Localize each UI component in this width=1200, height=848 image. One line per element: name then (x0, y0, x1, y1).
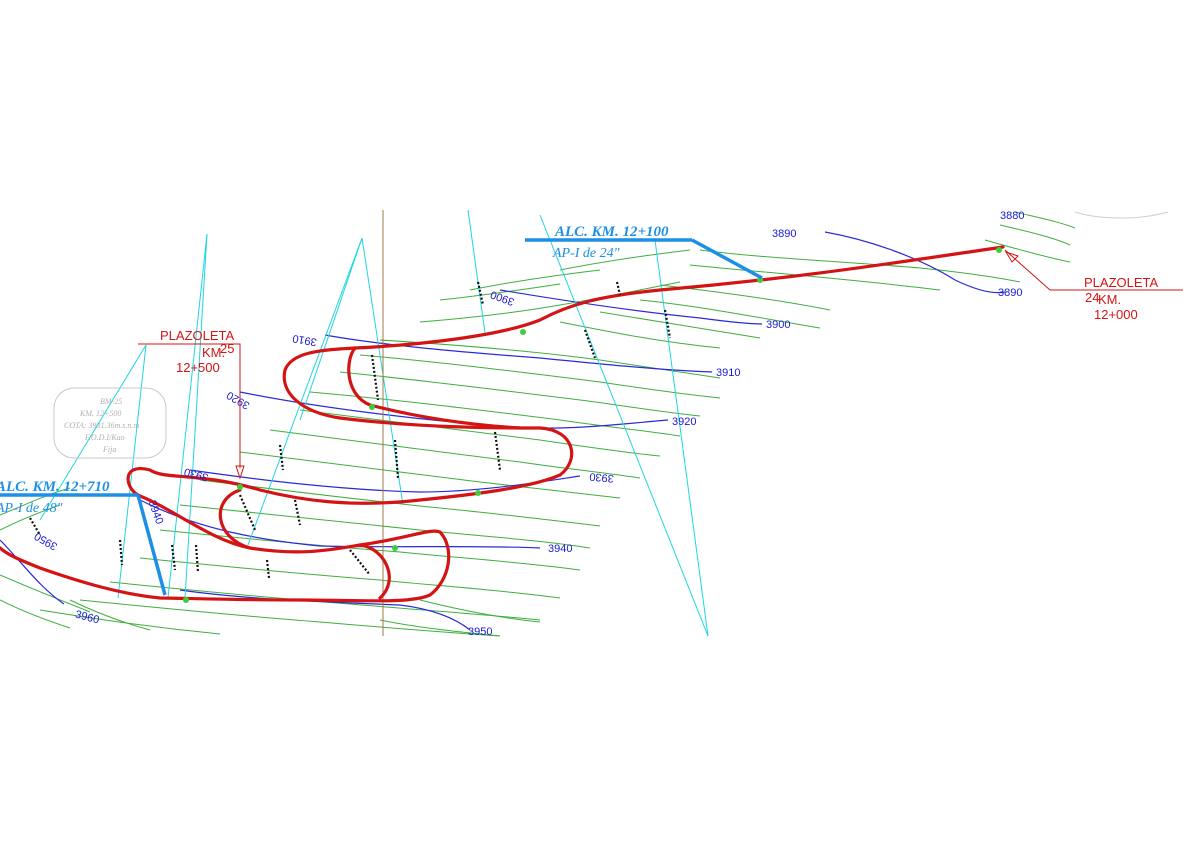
culvert-annotation-12710: ALC. KM. 12+710 AP-I de 48" (0, 479, 167, 596)
culvert-annotation-12100: ALC. KM. 12+100 AP-I de 24" (525, 224, 763, 280)
contour-label-3910-right: 3910 (716, 367, 740, 379)
contour-label-3910-left: 3910 (292, 332, 318, 348)
contour-label-3890-right: 3890 (998, 287, 1022, 299)
culvert-12100-size: AP-I de 24" (552, 246, 620, 261)
plazoleta-25-annotation: PLAZOLETA KM. 25 12+500 (138, 328, 245, 480)
plazoleta-25-station: 12+500 (176, 360, 220, 375)
contour-label-3940-left: 3940 (146, 499, 166, 526)
plazoleta-25-title: PLAZOLETA (160, 328, 235, 343)
contour-label-3930-left: 3930 (183, 465, 210, 483)
road-switchback-3 (358, 543, 391, 600)
plazoleta-25-km: KM. (202, 345, 225, 360)
culvert-12710-size: AP-I de 48" (0, 501, 63, 516)
contour-label-3880: 3880 (1000, 210, 1024, 222)
contour-label-3920-left: 3920 (225, 389, 252, 412)
plazoleta-24-number: 24 (1085, 290, 1099, 305)
benchmark-line-5: Fija (102, 445, 116, 454)
plazoleta-24-station: 12+000 (1094, 307, 1138, 322)
benchmark-line-2: KM. 12+500 (79, 409, 121, 418)
benchmark-line-1: BM-25 (100, 397, 122, 406)
plazoleta-25-number: 25 (220, 341, 234, 356)
contour-label-3920-right: 3920 (672, 416, 696, 428)
culvert-12100-title: ALC. KM. 12+100 (554, 224, 669, 240)
culvert-markers (183, 247, 1002, 603)
contour-label-3950: 3950 (468, 626, 492, 638)
contour-label-3900-right: 3900 (766, 319, 790, 331)
culvert-12710-title: ALC. KM. 12+710 (0, 479, 110, 495)
plazoleta-24-km: KM. (1098, 292, 1121, 307)
contour-label-3890-top: 3890 (772, 228, 796, 240)
alignment-lines (39, 209, 709, 637)
contour-label-3930-right: 3930 (589, 470, 614, 484)
plazoleta-24-annotation: PLAZOLETA 24 KM. 12+000 (1004, 249, 1183, 322)
contour-label-3940-right: 3940 (548, 543, 572, 555)
station-ticks (29, 281, 672, 579)
benchmark-block: BM-25 KM. 12+500 COTA: 3931.36m.s.n.m F.… (53, 387, 167, 459)
benchmark-line-3: COTA: 3931.36m.s.n.m (64, 421, 139, 430)
road-centerline (0, 245, 1005, 603)
contour-label-3950-left: 3950 (32, 530, 59, 553)
faded-block-top-right (1074, 211, 1169, 219)
road-switchback-2 (218, 488, 252, 550)
benchmark-line-4: F.O.D.I/Kao (84, 433, 125, 442)
minor-contours (0, 211, 1076, 637)
index-contours (0, 231, 1006, 631)
road-switchback-1 (347, 346, 522, 430)
plazoleta-24-title: PLAZOLETA (1084, 275, 1159, 290)
contour-labels: 3880 3890 3890 3900 3900 3910 3910 3920 … (32, 210, 1024, 638)
